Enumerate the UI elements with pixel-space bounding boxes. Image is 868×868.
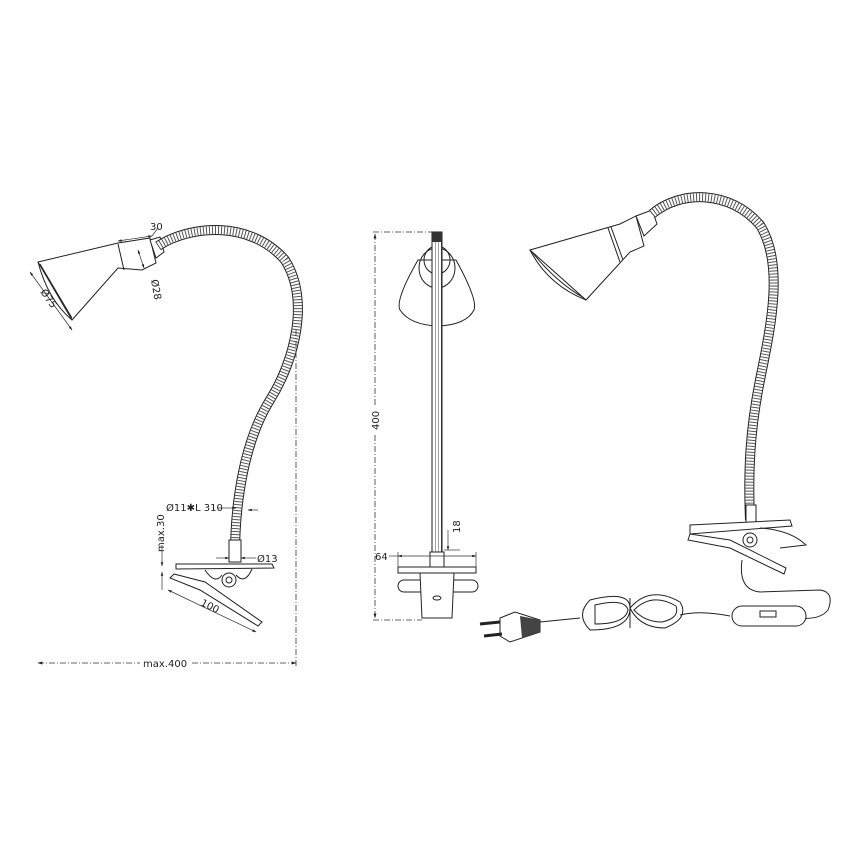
power-cord (740, 559, 831, 619)
dim-overall-reach: max.400 (143, 659, 187, 670)
side-view: 30 Ø28 Ø75 Ø11✱L 310 Ø13 max.30 100 max.… (29, 222, 303, 670)
plug (479, 611, 541, 643)
dim-clip-opening: max.30 (156, 514, 167, 552)
clip (169, 563, 275, 627)
clip-perspective (687, 519, 808, 575)
lamp-shade (37, 236, 165, 321)
dim-neck-diameter: Ø28 (148, 278, 163, 300)
dim-shade-length: 30 (150, 222, 163, 233)
dim-stem-height: 18 (452, 520, 463, 533)
dim-gooseneck: Ø11✱L 310 (166, 502, 223, 514)
dim-clip-width: 64 (375, 552, 388, 563)
front-view: 400 64 18 (371, 231, 479, 621)
dim-overall-height: 400 (371, 411, 382, 430)
dim-stem-diameter: Ø13 (257, 553, 278, 565)
lamp-shade-perspective (528, 215, 645, 301)
perspective-view (479, 192, 831, 643)
